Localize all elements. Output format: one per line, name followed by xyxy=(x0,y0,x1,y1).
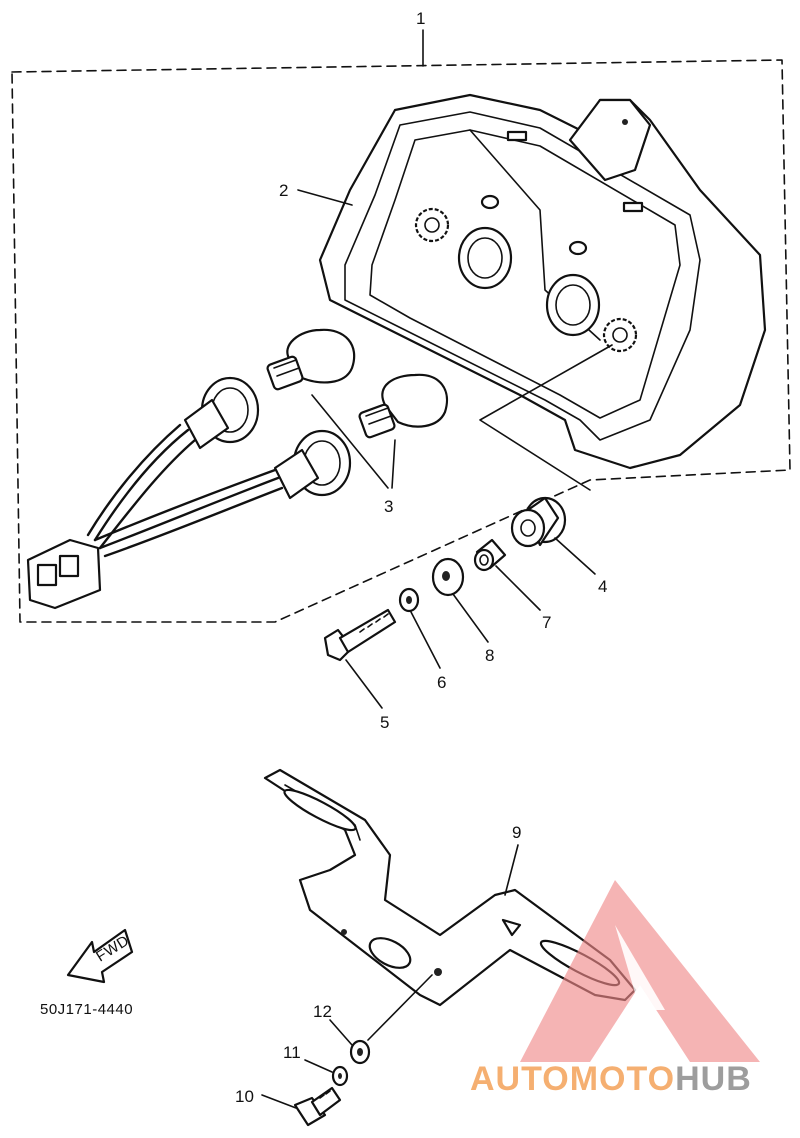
callout-10: 10 xyxy=(235,1087,254,1106)
tail-light-housing xyxy=(318,93,767,470)
grommet xyxy=(510,496,567,548)
leader-3a xyxy=(311,394,389,489)
callout-8: 8 xyxy=(485,646,494,665)
leader-11 xyxy=(304,1059,333,1073)
leader-3b xyxy=(391,439,396,489)
leader-2 xyxy=(297,189,353,206)
assembly-boundary xyxy=(11,59,791,623)
watermark-logo: AUTOMOTOHUB xyxy=(470,880,760,1098)
watermark-auto: AUTO xyxy=(470,1060,570,1098)
callout-11: 11 xyxy=(283,1043,301,1062)
callout-2: 2 xyxy=(279,181,288,200)
bulb-1 xyxy=(266,328,356,391)
callout-4: 4 xyxy=(598,577,607,596)
watermark-text: AUTOMOTOHUB xyxy=(470,1060,752,1098)
callout-1: 1 xyxy=(416,9,425,28)
callout-12: 12 xyxy=(313,1002,332,1021)
callout-9: 9 xyxy=(512,823,521,842)
leader-9 xyxy=(504,844,519,896)
bolt xyxy=(323,608,397,662)
leader-6 xyxy=(410,611,441,669)
callout-3: 3 xyxy=(384,497,393,516)
leader-10 xyxy=(261,1094,297,1109)
lock-washer xyxy=(398,587,420,613)
leader-7 xyxy=(495,565,541,611)
callout-5: 5 xyxy=(380,713,389,732)
watermark-moto: MOTO xyxy=(570,1060,675,1098)
forward-arrow-icon: FWD xyxy=(66,928,134,984)
part-code: 50J171-4440 xyxy=(40,1001,133,1018)
lock-washer-small xyxy=(349,1039,371,1065)
bolt-small xyxy=(293,1086,342,1127)
wiring-harness xyxy=(26,376,352,610)
collar xyxy=(473,538,507,572)
leader-8 xyxy=(452,593,489,643)
callout-6: 6 xyxy=(437,673,446,692)
washer xyxy=(431,557,465,597)
leader-4 xyxy=(554,537,596,575)
washer-small xyxy=(331,1065,349,1087)
bulb-2 xyxy=(358,373,449,439)
callout-7: 7 xyxy=(542,613,551,632)
watermark-hub: HUB xyxy=(675,1060,752,1098)
leader-12 xyxy=(329,1019,353,1046)
leader-5 xyxy=(345,659,383,709)
